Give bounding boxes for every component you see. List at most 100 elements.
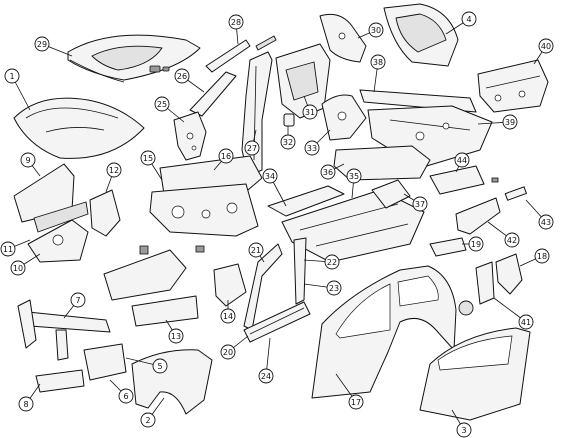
callout-bubble: [468, 236, 484, 252]
callout-number: 35: [349, 172, 359, 181]
callout-33: 33: [304, 129, 331, 156]
callout-35: 35: [346, 168, 362, 199]
callout-29: 29: [34, 36, 73, 57]
callout-bubble: [348, 394, 364, 410]
callout-number: 10: [13, 264, 23, 273]
callout-bubble: [346, 168, 362, 184]
rear-brackets: [429, 237, 523, 316]
callout-number: 43: [541, 218, 551, 227]
callout-number: 38: [373, 58, 383, 67]
callout-number: 40: [541, 42, 551, 51]
floor-cross-member: [371, 179, 411, 209]
callout-32: 32: [280, 126, 296, 150]
callout-bubble: [258, 368, 274, 384]
callout-bubble: [0, 241, 16, 257]
callout-bubble: [538, 214, 554, 230]
callout-number: 19: [471, 240, 481, 249]
callout-bubble: [34, 36, 50, 52]
callout-bubble: [370, 54, 386, 70]
callout-number: 33: [307, 144, 317, 153]
callout-number: 41: [521, 318, 531, 327]
callout-31: 31: [302, 95, 318, 120]
callout-30: 30: [357, 22, 384, 39]
callout-1: 1: [4, 68, 31, 111]
callout-34: 34: [262, 168, 287, 207]
callout-26: 26: [174, 68, 205, 93]
rear-members: [429, 165, 527, 235]
callout-bubble: [228, 14, 244, 30]
callout-number: 12: [109, 166, 119, 175]
dashboard-panel: [149, 155, 263, 237]
callout-2: 2: [140, 397, 165, 428]
callout-13: 13: [165, 319, 184, 344]
callout-42: 42: [487, 221, 520, 248]
callout-12: 12: [105, 162, 122, 193]
callout-24: 24: [258, 337, 274, 384]
callout-number: 39: [505, 118, 515, 127]
callout-bubble: [154, 96, 170, 112]
callout-number: 31: [305, 108, 315, 117]
hood-panel: [13, 97, 145, 159]
pillars-and-sill: [243, 237, 311, 343]
callout-bubble: [454, 152, 470, 168]
callout-9: 9: [20, 152, 41, 177]
callout-7: 7: [63, 292, 86, 319]
callout-18: 18: [519, 248, 550, 267]
windshield-frame-parts: [173, 35, 277, 161]
callout-bubble: [106, 162, 122, 178]
callout-number: 22: [327, 258, 337, 267]
callout-bubble: [70, 292, 86, 308]
callout-bubble: [244, 140, 260, 156]
callout-bubble: [326, 280, 342, 296]
callout-number: 16: [221, 152, 231, 161]
callout-bubble: [218, 148, 234, 164]
callout-number: 18: [537, 252, 547, 261]
callout-bubble: [518, 314, 534, 330]
callout-bubble: [538, 38, 554, 54]
callout-37: 37: [403, 193, 428, 212]
callout-bubble: [140, 412, 156, 428]
callout-bubble: [4, 68, 20, 84]
callout-3: 3: [451, 409, 472, 438]
callout-number: 32: [283, 138, 293, 147]
callout-number: 42: [507, 236, 517, 245]
callout-bubble: [412, 196, 428, 212]
callout-number: 3: [461, 426, 466, 435]
callout-bubble: [456, 422, 472, 438]
callout-28: 28: [228, 14, 244, 45]
callout-27: 27: [244, 129, 260, 156]
callout-number: 8: [23, 400, 28, 409]
callout-number: 44: [457, 156, 467, 165]
callout-bubble: [302, 104, 318, 120]
callout-number: 23: [329, 284, 339, 293]
callout-bubble: [304, 140, 320, 156]
callout-bubble: [461, 11, 477, 27]
callout-bubble: [140, 150, 156, 166]
callout-22: 22: [303, 254, 340, 270]
callout-bubble: [504, 232, 520, 248]
callout-number: 4: [466, 15, 471, 24]
callout-15: 15: [140, 150, 163, 181]
callout-38: 38: [370, 54, 386, 93]
callout-bubble: [262, 168, 278, 184]
callout-number: 5: [157, 362, 162, 371]
callout-14: 14: [220, 300, 236, 324]
callout-number: 34: [265, 172, 275, 181]
callout-11: 11: [0, 239, 31, 257]
callout-number: 25: [157, 100, 167, 109]
callout-41: 41: [493, 297, 534, 330]
front-door: [419, 327, 531, 421]
callout-19: 19: [462, 236, 484, 252]
callout-number: 28: [231, 18, 241, 27]
body-side-outer: [311, 265, 457, 399]
callout-bubble: [20, 152, 36, 168]
callout-number: 14: [223, 312, 233, 321]
callout-number: 6: [123, 392, 128, 401]
quarter-inner-panel: [275, 43, 331, 127]
callout-number: 20: [223, 348, 233, 357]
callout-bubble: [534, 248, 550, 264]
callout-number: 37: [415, 200, 425, 209]
callout-44: 44: [454, 152, 470, 173]
callout-number: 21: [251, 246, 261, 255]
